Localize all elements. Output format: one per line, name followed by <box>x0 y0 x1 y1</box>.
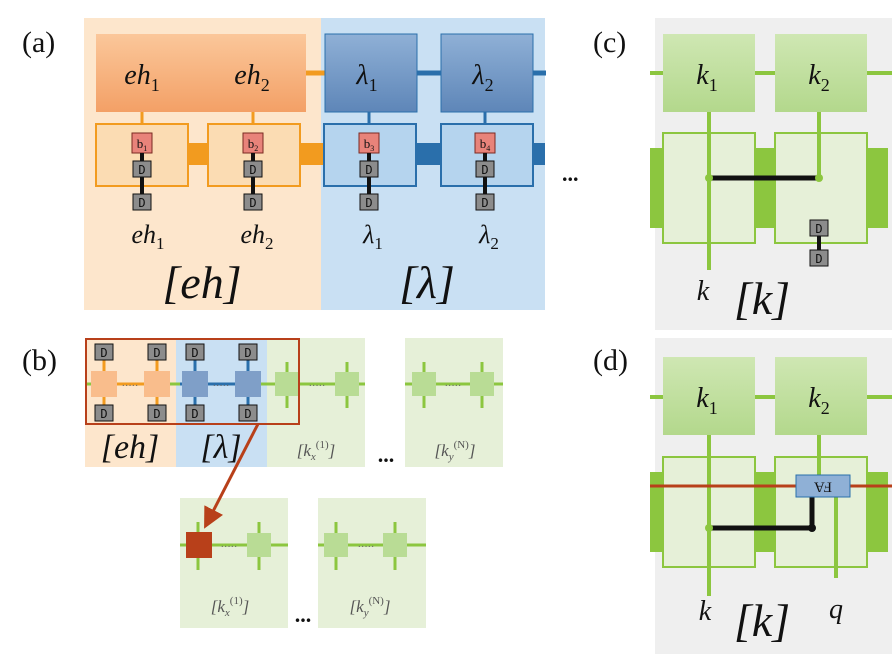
node-k1-d: k1 <box>663 357 755 435</box>
ellipsis-b2: ... <box>295 602 312 627</box>
node-k2-d: k2 <box>775 357 867 435</box>
arrow-to-kx <box>204 423 260 529</box>
svg-text:b2: b2 <box>248 136 259 153</box>
panel-a: (a) eh1 eh2 λ1 λ2 <box>22 18 579 310</box>
svg-text:D: D <box>244 407 251 421</box>
b-group-label-eh: [eh] <box>101 429 160 466</box>
panel-c: (c) k1 k2 D D k [k] <box>593 18 892 330</box>
svg-text:FA: FA <box>814 479 832 495</box>
svg-text:b4: b4 <box>480 136 491 153</box>
svg-text:k2: k2 <box>808 60 829 95</box>
panel-a-label: (a) <box>22 26 55 59</box>
node-eh1: eh1 <box>96 34 216 112</box>
svg-text:D: D <box>481 196 488 210</box>
group-label-eh: [eh] <box>162 257 241 308</box>
b-tag-3: b3 <box>358 132 380 154</box>
b-node-eh2: D D <box>144 343 170 422</box>
b-node-lambda1: D D <box>182 343 208 422</box>
svg-text:D: D <box>138 163 145 177</box>
k-label-c: k <box>697 276 710 307</box>
svg-text:D: D <box>138 196 145 210</box>
b-node-eh1: D D <box>91 343 117 422</box>
svg-text:k2: k2 <box>808 383 829 418</box>
svg-text:eh1: eh1 <box>124 60 159 95</box>
d-stack-lambda1: D D <box>359 153 379 211</box>
svg-text:b1: b1 <box>137 136 148 153</box>
svg-text:D: D <box>100 407 107 421</box>
svg-text:·····: ····· <box>213 381 230 392</box>
svg-text:·····: ····· <box>221 542 238 553</box>
label-lambda2: λ2 <box>478 220 499 253</box>
d-stack-c: D D <box>809 219 829 267</box>
svg-text:D: D <box>244 346 251 360</box>
b-tag-4: b4 <box>474 132 496 154</box>
b2-node-kx-red <box>186 522 212 570</box>
ellipsis-b: ... <box>378 442 395 467</box>
b2-node-kx-green: ····· <box>221 522 271 570</box>
k-label-d: k <box>699 596 712 627</box>
label-eh1: eh1 <box>131 220 164 253</box>
svg-text:D: D <box>191 407 198 421</box>
node-k1-c: k1 <box>663 34 755 112</box>
b2-kx-region <box>180 498 288 628</box>
d-stack-eh2: D D <box>243 153 263 211</box>
panel-d: (d) k1 k2 FA k q [k] <box>593 338 892 654</box>
b-group-label-lambda: [λ] <box>200 429 241 466</box>
svg-text:·····: ····· <box>122 381 139 392</box>
svg-text:D: D <box>365 196 372 210</box>
svg-text:b3: b3 <box>364 136 375 153</box>
b-node-kx: ····· <box>275 362 359 408</box>
node-lambda1: λ1 <box>324 33 418 113</box>
fa-tag: FA <box>795 474 851 498</box>
svg-text:D: D <box>365 163 372 177</box>
svg-text:·····: ····· <box>445 381 462 392</box>
svg-text:D: D <box>481 163 488 177</box>
group-label-k-d: [k] <box>734 595 790 646</box>
svg-text:D: D <box>153 346 160 360</box>
b-node-lambda2: D D <box>235 343 261 422</box>
b2-ky-region <box>318 498 426 628</box>
b-kx-region <box>267 338 365 467</box>
svg-text:D: D <box>249 163 256 177</box>
svg-text:k1: k1 <box>696 60 717 95</box>
group-label-lambda: [λ] <box>399 257 455 308</box>
panel-c-label: (c) <box>593 26 626 59</box>
svg-text:λ1: λ1 <box>355 60 377 95</box>
panel-b: (b) D D D D ····· <box>22 338 503 628</box>
svg-text:·····: ····· <box>358 542 375 553</box>
d-stack-lambda2: D D <box>475 153 495 211</box>
svg-text:eh2: eh2 <box>234 60 269 95</box>
highlight-box <box>85 338 300 425</box>
svg-text:D: D <box>815 252 822 266</box>
svg-text:D: D <box>153 407 160 421</box>
node-lambda2: λ2 <box>440 33 534 113</box>
panel-b-label: (b) <box>22 344 57 377</box>
b2-label-ky: [ky(N)] <box>350 595 391 619</box>
svg-text:k1: k1 <box>696 383 717 418</box>
svg-text:D: D <box>815 222 822 236</box>
svg-text:D: D <box>249 196 256 210</box>
label-eh2: eh2 <box>240 220 273 253</box>
node-k2-c: k2 <box>775 34 867 112</box>
svg-text:D: D <box>191 346 198 360</box>
svg-text:·····: ····· <box>309 381 326 392</box>
node-eh2: eh2 <box>208 34 306 112</box>
q-label-d: q <box>829 594 843 625</box>
panel-d-label: (d) <box>593 344 628 377</box>
b-tag-1: b1 <box>131 132 153 154</box>
b-node-ky: ····· <box>412 362 494 408</box>
label-lambda1: λ1 <box>362 220 383 253</box>
b-tag-2: b2 <box>242 132 264 154</box>
svg-text:D: D <box>100 346 107 360</box>
group-label-k-c: [k] <box>734 273 790 324</box>
d-stack-eh1: D D <box>132 153 152 211</box>
svg-text:λ2: λ2 <box>471 60 493 95</box>
b2-node-ky: ····· <box>324 522 407 570</box>
b-ky-region <box>405 338 503 467</box>
ellipsis-a: ... <box>562 161 579 186</box>
